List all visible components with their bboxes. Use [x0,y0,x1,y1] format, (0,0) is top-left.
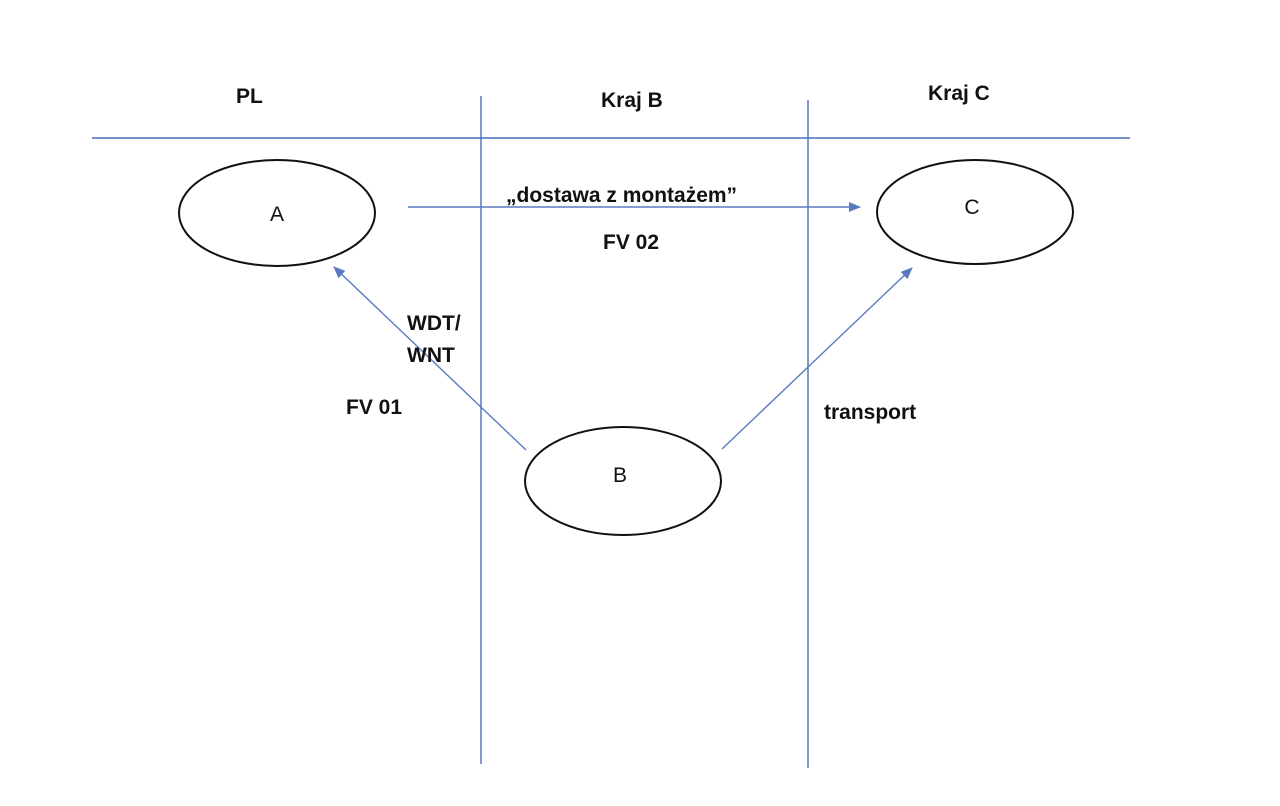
edge-b-a-label: WDT/ WNT [407,308,461,372]
edge-b-a-sublabel: FV 01 [346,396,403,419]
edge-a-c-label: „dostawa z montażem” [506,184,738,207]
edge-b-c-label: transport [824,401,917,424]
region-label-kraj-c: Kraj C [928,82,990,105]
node-a-label: A [269,203,285,226]
node-b-label: B [612,464,628,487]
region-label-pl: PL [236,85,263,108]
arrow-b-to-a [333,266,527,451]
region-label-kraj-b: Kraj B [601,89,663,112]
node-a-ellipse [178,159,376,267]
node-b-ellipse [524,426,722,536]
node-c-label: C [964,196,980,219]
edge-b-a-label-line2: WNT [407,344,455,367]
node-c-ellipse [876,159,1074,265]
arrow-b-to-c [721,267,913,450]
edge-a-c-sublabel: FV 02 [603,231,660,254]
edge-b-a-label-line1: WDT/ [407,312,461,335]
